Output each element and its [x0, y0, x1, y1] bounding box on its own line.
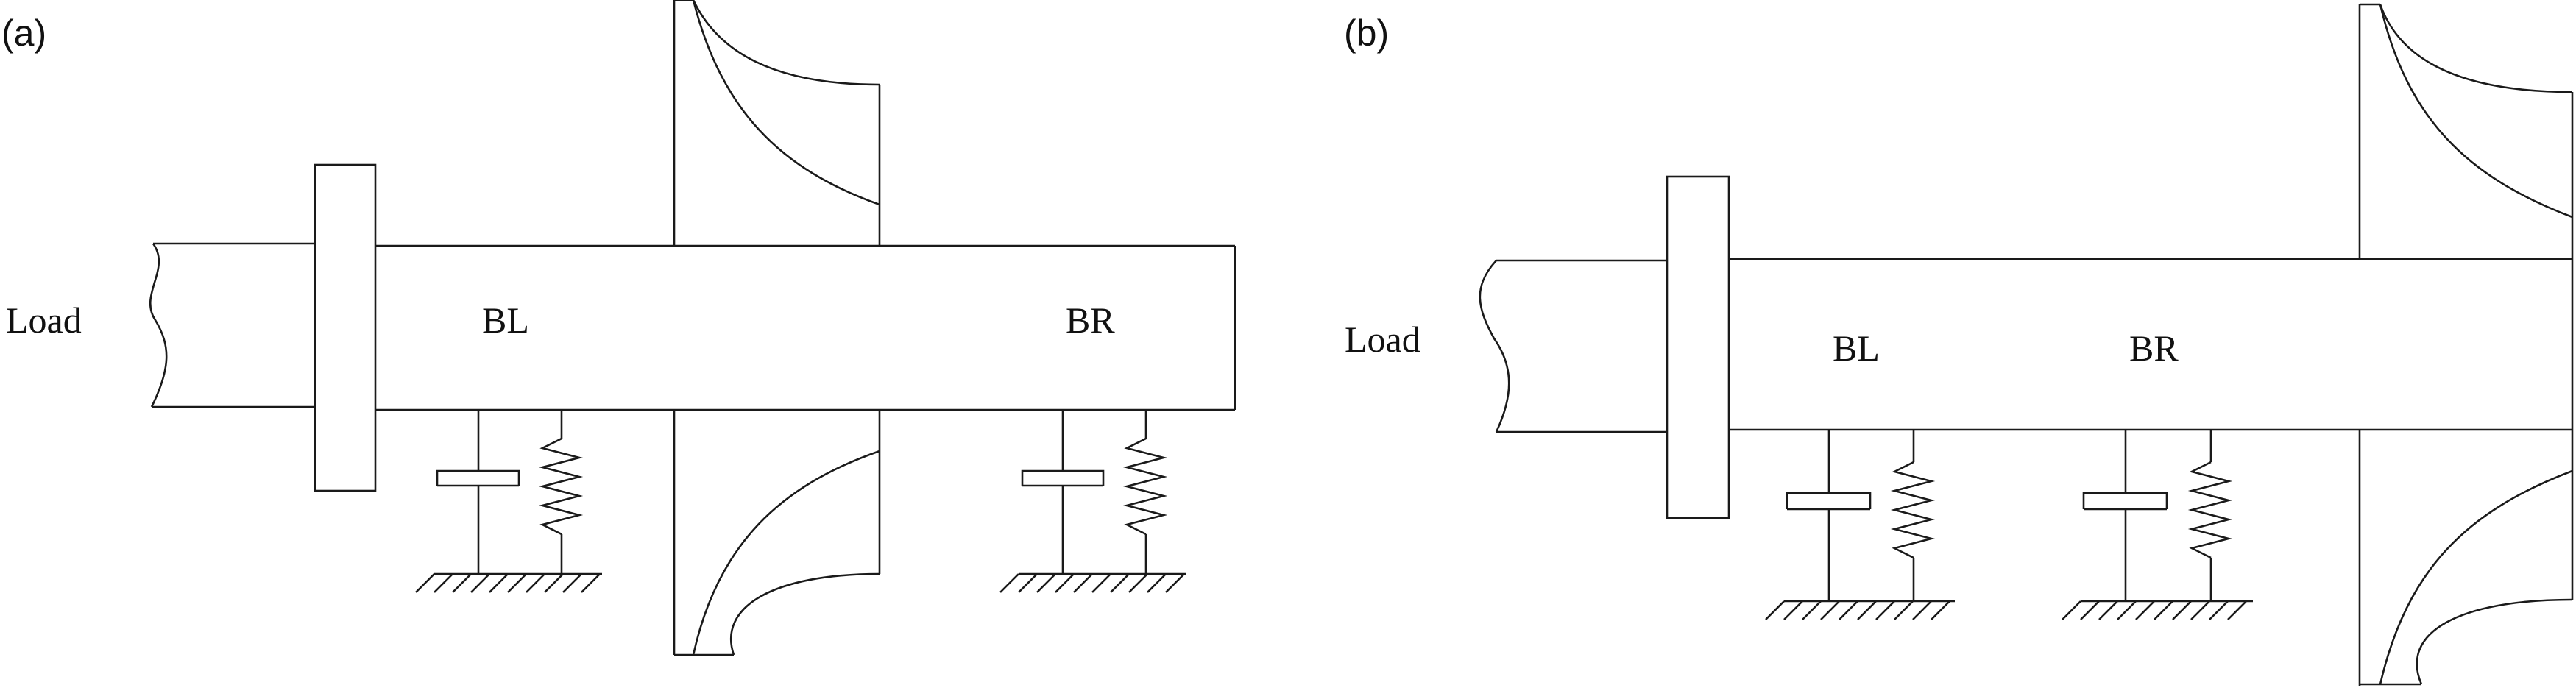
panel-a-bearing-left-label: BL: [482, 299, 529, 341]
panel-b-bearing-right-support: [2062, 430, 2253, 620]
panel-b-bearing-left-support: [1765, 430, 1955, 620]
panel-b-load-label: Load: [1345, 319, 1420, 360]
panel-b-bearing-left-label: BL: [1833, 327, 1880, 369]
panel-a-shaft: [375, 244, 1236, 411]
panel-a-bearing-left-support: [415, 410, 602, 593]
panel-a-load-end: [149, 242, 315, 408]
panel-b-tag: (b): [1344, 13, 1389, 54]
panel-a: (a) Load BL BR: [1, 0, 1236, 656]
panel-a-load-label: Load: [6, 299, 82, 341]
panel-b-impeller: [2358, 3, 2574, 686]
panel-a-tag: (a): [1, 13, 46, 54]
panel-b-bearing-right-label: BR: [2129, 327, 2179, 369]
panel-b-shaft: [1729, 258, 2574, 431]
panel-a-impeller: [673, 0, 881, 656]
panel-b: (b) Load BL BR: [1344, 3, 2574, 686]
panel-b-coupling-disk: [1666, 175, 1730, 519]
panel-a-coupling-disk: [314, 163, 377, 492]
panel-a-bearing-right-label: BR: [1066, 299, 1115, 341]
panel-a-bearing-right-support: [999, 410, 1186, 593]
panel-b-load-end: [1479, 259, 1667, 433]
